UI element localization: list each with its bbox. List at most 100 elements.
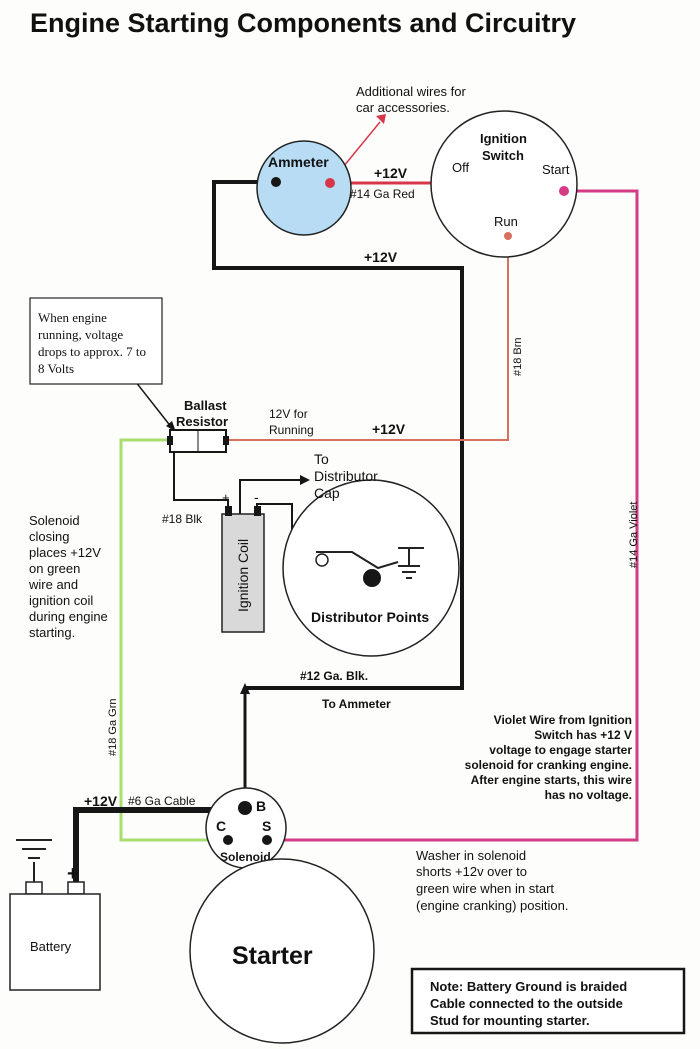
washer-note-line-2: shorts +12v over to	[416, 864, 527, 879]
arrow-right-icon	[300, 475, 310, 485]
run-wire-gauge: #18 Brn	[512, 337, 524, 376]
battery	[9, 893, 101, 991]
wire-main-black	[212, 180, 464, 690]
voltage-drop-note-box	[29, 297, 163, 385]
terminal-b-label: B	[256, 798, 266, 814]
running-note-1: 12V for	[269, 407, 308, 421]
distributor-cap-label-3: Cap	[314, 485, 340, 501]
ignition-switch-label-2: Switch	[482, 148, 524, 163]
ammeter-terminal-right	[325, 178, 335, 188]
switch-run-terminal	[504, 232, 512, 240]
wire-green-18ga	[119, 438, 228, 842]
washer-note: Washer in solenoid shorts +12v over to g…	[416, 848, 568, 913]
coil-feed-gauge: #18 Blk	[162, 512, 203, 526]
coil-minus-label: -	[254, 489, 259, 505]
running-note-2: Running	[269, 423, 314, 437]
ground-note-line-3: Stud for mounting starter.	[430, 1013, 590, 1028]
solenoid-note-line-7: during engine	[29, 609, 108, 624]
to-ammeter-label: To Ammeter	[322, 697, 391, 711]
violet-note-line-3: voltage to engage starter	[489, 743, 632, 757]
violet-note-line-2: Switch has +12 V	[534, 728, 632, 742]
violet-note-line-6: has no voltage.	[545, 788, 632, 802]
washer-note-line-3: green wire when in start	[416, 881, 554, 896]
voltage-drop-note-line-4: 8 Volts	[38, 361, 74, 376]
distributor-points-label: Distributor Points	[311, 609, 429, 625]
terminal-s-label: S	[262, 818, 271, 834]
solenoid-note-line-2: closing	[29, 529, 69, 544]
switch-start-label: Start	[542, 162, 570, 177]
distributor-cap-label-2: Distributor	[314, 468, 378, 484]
solenoid-note-line-1: Solenoid	[29, 513, 80, 528]
solenoid-note-line-8: starting.	[29, 625, 75, 640]
violet-wire-note: Violet Wire from Ignition Switch has +12…	[465, 713, 633, 802]
points-pivot	[315, 553, 329, 567]
ballast-terminal-left	[167, 436, 173, 445]
washer-note-line-4: (engine cranking) position.	[416, 898, 568, 913]
solenoid-note-line-5: wire and	[28, 577, 78, 592]
ignition-switch-label-1: Ignition	[480, 131, 527, 146]
battery-post-pos	[67, 881, 85, 895]
solenoid-note-line-4: on green	[29, 561, 80, 576]
violet-note-line-1: Violet Wire from Ignition	[494, 713, 632, 727]
solenoid-closing-note: Solenoid closing places +12V on green wi…	[28, 513, 108, 640]
terminal-c-label: C	[216, 818, 226, 834]
main-wire-gauge: #12 Ga. Blk.	[300, 669, 368, 683]
arrow-accessories-icon	[376, 114, 386, 124]
voltage-drop-note-line-3: drops to approx. 7 to	[38, 344, 146, 359]
coil-terminal-plus	[225, 506, 232, 516]
wire-battery-cable	[73, 807, 244, 882]
accessories-label-1: Additional wires for	[356, 84, 466, 99]
solenoid-terminal-s	[262, 835, 272, 845]
washer-note-line-1: Washer in solenoid	[416, 848, 526, 863]
coil-terminal-minus	[254, 506, 261, 516]
ammeter-label: Ammeter	[268, 154, 329, 170]
voltage-drop-note-line-2: running, voltage	[38, 327, 123, 342]
points-arm	[316, 551, 399, 570]
violet-note-line-4: solenoid for cranking engine.	[465, 758, 632, 772]
main-feed-voltage: +12V	[364, 249, 398, 265]
ground-note-line-1: Note: Battery Ground is braided	[430, 979, 627, 994]
starter-label: Starter	[232, 942, 313, 970]
solenoid-label: Solenoid	[220, 850, 271, 864]
battery-cable-gauge: #6 Ga Cable	[128, 794, 196, 808]
ammeter-switch-gauge: #14 Ga Red	[350, 187, 415, 201]
switch-off-label: Off	[452, 160, 469, 175]
battery-cable-voltage: +12V	[84, 793, 118, 809]
page-title: Engine Starting Components and Circuitry	[30, 8, 576, 38]
wire-coil-to-cap	[239, 479, 300, 514]
ground-note-box	[410, 967, 686, 1035]
ignition-switch	[430, 110, 578, 258]
ignition-coil-label: Ignition Coil	[235, 539, 251, 612]
ballast-terminal-right	[223, 436, 229, 445]
ballast-resistor-label-1: Ballast	[184, 398, 227, 413]
starter	[189, 858, 375, 1044]
wire-black-18ga	[173, 448, 229, 514]
solenoid-note-line-3: places +12V	[29, 545, 101, 560]
start-wire-gauge: #14 Ga Violet	[628, 502, 640, 568]
switch-start-terminal	[559, 186, 569, 196]
points-cam-icon	[363, 569, 381, 587]
battery-post-neg	[25, 881, 43, 895]
solenoid-terminal-b	[238, 801, 252, 815]
switch-run-label: Run	[494, 214, 518, 229]
violet-note-line-5: After engine starts, this wire	[471, 773, 633, 787]
ammeter-terminal-left	[271, 177, 281, 187]
voltage-drop-note-line-1: When engine	[38, 310, 107, 325]
green-wire-gauge: #18 Ga Grn	[107, 699, 119, 756]
distributor-cap-label-1: To	[314, 451, 329, 467]
wire-brown-18ga	[227, 236, 509, 441]
ground-note-line-2: Cable connected to the outside	[430, 996, 623, 1011]
distributor	[282, 479, 460, 657]
accessories-label-2: car accessories.	[356, 100, 450, 115]
ground-note: Note: Battery Ground is braided Cable co…	[430, 979, 627, 1028]
ballast-resistor-label-2: Resistor	[176, 414, 228, 429]
ignition-coil	[221, 513, 265, 633]
wire-violet-14ga	[271, 189, 639, 842]
ammeter	[256, 140, 352, 236]
ammeter-switch-voltage: +12V	[374, 165, 408, 181]
coil-plus-label: +	[222, 490, 230, 505]
running-voltage: +12V	[372, 421, 406, 437]
solenoid-terminal-c	[223, 835, 233, 845]
